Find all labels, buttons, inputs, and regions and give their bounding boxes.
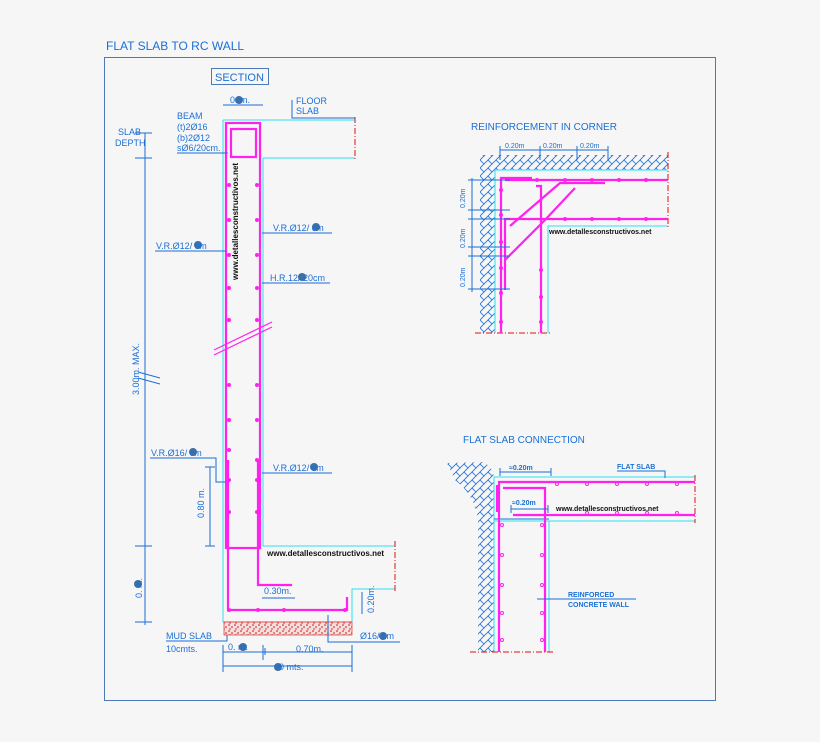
corner-dim-top-2: 0.20m xyxy=(543,143,563,150)
connection-website: www.detallesconstructivos.net xyxy=(555,506,659,513)
earth-hatch xyxy=(480,155,668,333)
connection-dim-top: ≈0.20m xyxy=(509,465,533,472)
footing-bar-label: Ø16/ cm xyxy=(360,631,394,641)
page-title: FLAT SLAB TO RC WALL xyxy=(106,39,244,53)
section-label: SECTION xyxy=(215,72,264,84)
corner-detail: REINFORCEMENT IN CORNER 0.20m 0.20m 0.20… xyxy=(460,122,669,334)
mud-slab xyxy=(223,621,353,636)
connection-title: FLAT SLAB CONNECTION xyxy=(463,435,585,446)
corner-dim-top-1: 0.20m xyxy=(505,143,525,150)
floor-slab-label-1: FLOOR xyxy=(296,96,328,106)
dim-footing-height: 0. m. xyxy=(134,578,144,598)
dim-height: 3.00m. MAX. xyxy=(131,343,141,395)
dim-left-len: 0. m. xyxy=(228,642,248,652)
dim-toe: 0.30m. xyxy=(264,586,292,596)
beam-stirrup xyxy=(229,127,258,159)
section-detail: SECTION xyxy=(115,68,400,672)
wall-rebar xyxy=(224,121,262,550)
dim-beam-width: 0. m. xyxy=(230,95,250,105)
redaction-blobs xyxy=(134,96,387,671)
earth-hatch-connection xyxy=(447,462,494,652)
website-watermark-vertical: www.detallesconstructivos.net xyxy=(231,163,240,281)
slab-depth-label-1: SLAB xyxy=(118,127,141,137)
corner-website: www.detallesconstructivos.net xyxy=(548,229,652,236)
beam-label-4: sØ6/20cm. xyxy=(177,143,221,153)
beam-label-1: BEAM xyxy=(177,111,203,121)
dim-heel-height: 0.20m. xyxy=(366,585,376,613)
mud-slab-label-2: 10cmts. xyxy=(166,644,198,654)
corner-dim-side-2: 0.20m xyxy=(460,228,467,248)
dim-right-len: 0.70m. xyxy=(296,644,324,654)
beam-label-2: (t)2Ø16 xyxy=(177,122,208,132)
slab-depth-label-2: DEPTH xyxy=(115,138,146,148)
corner-dim-side-3: 0.20m xyxy=(460,267,467,287)
website-watermark: www.detallesconstructivos.net xyxy=(266,549,384,558)
beam-label-3: (b)2Ø12 xyxy=(177,133,210,143)
vr-right-bottom-label: V.R.Ø12/ cm xyxy=(273,463,324,473)
section-label-box xyxy=(211,68,269,85)
wall-label-1: REINFORCED xyxy=(568,592,614,599)
floor-slab-label-2: SLAB xyxy=(296,106,319,116)
corner-dim-side-1: 0.20m xyxy=(460,188,467,208)
wall-label-2: CONCRETE WALL xyxy=(568,602,630,609)
dim-lap: 0.80 m. xyxy=(196,488,206,518)
connection-dim-inner: ≈0.20m xyxy=(512,500,536,507)
vr-left-bottom-label: V.R.Ø16/ cm xyxy=(151,448,202,458)
vr-left-top-label: V.R.Ø12/ cm xyxy=(156,241,207,251)
dim-total-len: . 0 mts. xyxy=(274,662,304,672)
flat-slab-label: FLAT SLAB xyxy=(617,464,655,471)
drawing-frame xyxy=(104,57,716,701)
connection-detail: FLAT SLAB CONNECTION ≈0.20m ≈0.20m FLAT … xyxy=(447,435,696,653)
hr-label: H.R.12/ 20cm xyxy=(270,273,325,283)
mud-slab-label-1: MUD SLAB xyxy=(166,631,212,641)
corner-title: REINFORCEMENT IN CORNER xyxy=(471,122,617,133)
corner-dim-top-3: 0.20m xyxy=(580,143,600,150)
vr-right-top-label: V.R.Ø12/ cm xyxy=(273,223,324,233)
